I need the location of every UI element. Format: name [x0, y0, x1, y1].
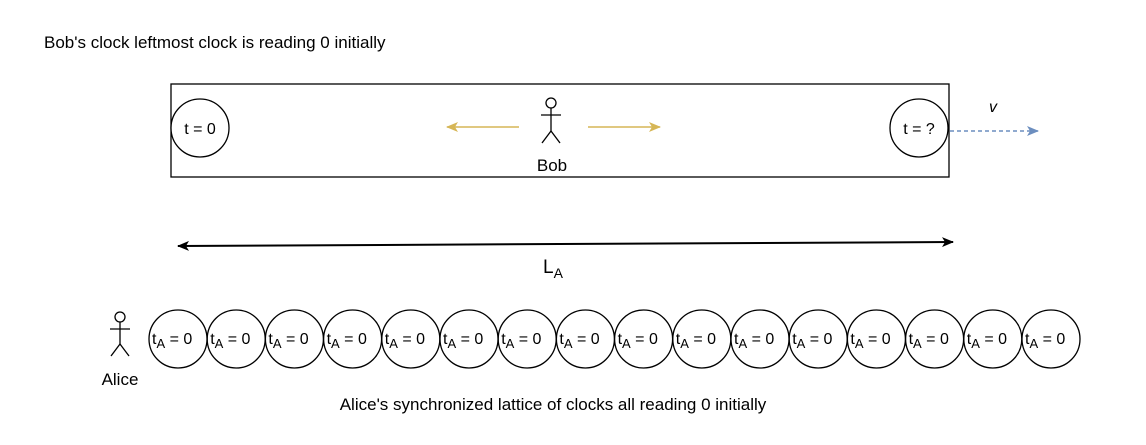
alice-clock-label: tA = 0 [734, 331, 774, 351]
bob-left-clock: t = 0 [170, 98, 230, 158]
alice-label: Alice [102, 370, 139, 389]
alice-clock: tA = 0 [381, 309, 441, 369]
alice-clock-label: tA = 0 [967, 331, 1007, 351]
bottom-caption: Alice's synchronized lattice of clocks a… [340, 395, 767, 414]
bob-left-clock-label: t = 0 [184, 121, 216, 138]
alice-clock-label: tA = 0 [385, 331, 425, 351]
alice-clock-label: tA = 0 [152, 331, 192, 351]
length-arrow [177, 237, 954, 251]
alice-clock: tA = 0 [148, 309, 208, 369]
alice-clock-label: tA = 0 [909, 331, 949, 351]
bob-figure-icon [541, 97, 561, 144]
alice-clock-label: tA = 0 [210, 331, 250, 351]
alice-clock-label: tA = 0 [792, 331, 832, 351]
alice-clock: tA = 0 [555, 309, 616, 369]
alice-clock-label: tA = 0 [268, 331, 308, 351]
alice-clock: tA = 0 [322, 309, 383, 369]
alice-clock-label: tA = 0 [559, 331, 599, 351]
alice-clock: tA = 0 [206, 309, 266, 369]
alice-clock: tA = 0 [1021, 309, 1081, 369]
alice-clock-lattice: tA = 0 tA = 0 tA = 0 tA = 0 tA = 0 tA = 0 tA =… [148, 309, 1081, 369]
alice-clock: tA = 0 [788, 309, 848, 369]
top-caption: Bob's clock leftmost clock is reading 0 … [44, 33, 386, 52]
alice-clock-label: tA = 0 [676, 331, 716, 351]
alice-clock-label: tA = 0 [327, 331, 367, 351]
alice-clock-label: tA = 0 [501, 331, 541, 351]
alice-clock: tA = 0 [672, 309, 732, 369]
bob-right-clock: t = ? [889, 98, 949, 158]
alice-clock: tA = 0 [439, 309, 499, 369]
alice-clock: tA = 0 [846, 309, 907, 369]
alice-clock: tA = 0 [730, 309, 790, 369]
alice-clock: tA = 0 [497, 309, 557, 369]
length-label: LA [543, 257, 564, 281]
alice-clock: tA = 0 [264, 309, 325, 369]
alice-clock: tA = 0 [904, 309, 965, 369]
alice-clock-label: tA = 0 [1025, 331, 1065, 351]
alice-figure-icon [110, 311, 130, 357]
alice-clock: tA = 0 [613, 309, 674, 369]
alice-clock-label: tA = 0 [850, 331, 890, 351]
alice-clock-label: tA = 0 [443, 331, 483, 351]
velocity-label: v [989, 99, 998, 116]
alice-clock: tA = 0 [963, 309, 1023, 369]
bob-label: Bob [537, 156, 567, 175]
bob-right-clock-label: t = ? [903, 121, 935, 138]
alice-clock-label: tA = 0 [618, 331, 658, 351]
